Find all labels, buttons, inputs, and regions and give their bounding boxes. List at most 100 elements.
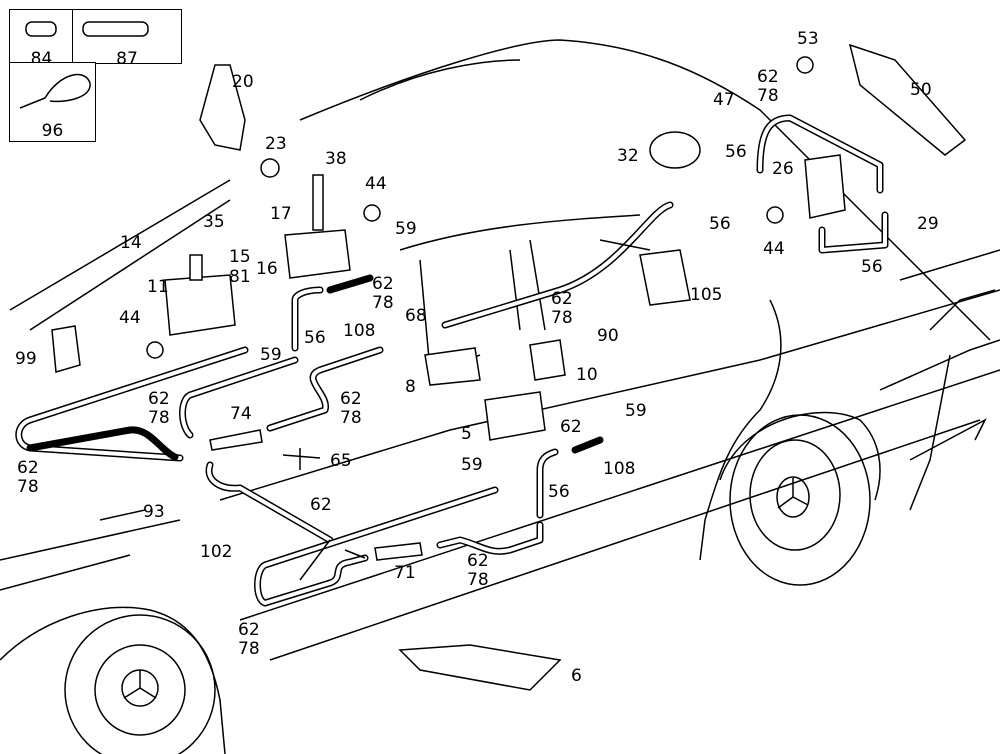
callout-53: 53 [797,29,819,49]
callout-62-78: 62 78 [238,620,260,659]
callout-56: 56 [725,142,747,162]
valve-74 [209,429,263,451]
inset-part-84: 84 [9,9,74,69]
callout-108: 108 [603,459,636,479]
callout-35: 35 [203,212,225,232]
callout-59: 59 [461,455,483,475]
bracket-20 [199,64,246,151]
callout-44: 44 [365,174,387,194]
screw-53 [796,56,814,74]
roof-edge [359,59,521,101]
callout-59: 59 [395,219,417,239]
relay-8 [424,347,481,386]
module-5 [484,391,546,441]
callout-5: 5 [461,424,472,444]
inset-part-96: 96 [9,62,96,142]
tail-lamp-edge [929,289,996,331]
callout-62: 62 [560,417,582,437]
callout-17: 17 [270,204,292,224]
rear-line [899,249,1000,281]
callout-8: 8 [405,377,416,397]
window-line [399,214,641,251]
valve-11-stem [189,254,203,281]
callout-108: 108 [343,321,376,341]
callout-44: 44 [763,239,785,259]
callout-11: 11 [147,277,169,297]
front-rim [94,644,186,736]
rear-rim [749,439,841,551]
hose-62-short [571,436,604,454]
door-pillars [419,239,546,371]
callout-65: 65 [330,451,352,471]
components [51,43,967,691]
callout-71: 71 [394,563,416,583]
hose-62-78-short [326,274,374,294]
callout-29: 29 [917,214,939,234]
callout-81: 81 [229,267,251,287]
front-wheel-arch [0,606,226,754]
rear-star-logo [777,478,809,509]
tray-6 [398,644,562,691]
callout-14: 14 [120,233,142,253]
rocker-line-lower [269,419,981,661]
connector-65 [282,448,321,470]
valve-11 [164,274,236,336]
callout-99: 99 [15,349,37,369]
rear-door-edge [699,299,782,561]
roof-line [299,39,991,341]
callout-90: 90 [597,326,619,346]
callout-62: 62 [310,495,332,515]
valve-17-stem [312,174,324,231]
rocker-line-upper [239,369,1000,621]
valve-17 [284,229,351,279]
rear-wheel-arch [719,411,881,501]
rear-quarter [879,339,1000,391]
callout-38: 38 [325,149,347,169]
callout-62-78: 62 78 [757,67,779,106]
rear-hub [776,476,810,518]
switch-10 [529,339,566,381]
car-body [0,39,1000,754]
long-tube-icon [82,21,149,37]
callout-59: 59 [260,345,282,365]
front-fender-lines [0,519,181,591]
cable-tie-icon [19,73,91,109]
clip-99 [51,325,81,373]
short-tube-icon [25,21,57,37]
inset-label-87: 87 [116,49,138,69]
callout-47: 47 [713,90,735,110]
callout-26: 26 [772,159,794,179]
callout-62-78: 62 78 [148,389,170,428]
belt-line [219,289,1000,501]
screw-44-c [766,206,784,224]
screw-23 [260,158,280,178]
inset-label-96: 96 [41,121,64,141]
vacuum-hoses [15,114,889,607]
callout-105: 105 [690,285,723,305]
callout-93: 93 [143,502,165,522]
valve-71 [374,542,423,561]
callout-102: 102 [200,542,233,562]
callout-62-78: 62 78 [372,274,394,313]
cover-50 [848,43,967,156]
callout-32: 32 [617,146,639,166]
front-star-logo [123,670,157,699]
callout-62-78: 62 78 [17,458,39,497]
callout-23: 23 [265,134,287,154]
grommet-105 [639,249,691,306]
callout-68: 68 [405,306,427,326]
pump-32 [649,131,701,169]
inset-part-87: 87 [72,9,182,69]
screw-44-a [363,204,381,222]
callout-20: 20 [232,72,254,92]
callout-74: 74 [230,404,252,424]
valve-26 [804,154,846,219]
callout-44: 44 [119,308,141,328]
rear-tire [729,414,871,586]
callout-56: 56 [709,214,731,234]
rear-bumper-edge [909,354,951,511]
hose-loop-lower [254,486,499,607]
callout-62-78: 62 78 [551,289,573,328]
callout-15: 15 [229,247,251,267]
